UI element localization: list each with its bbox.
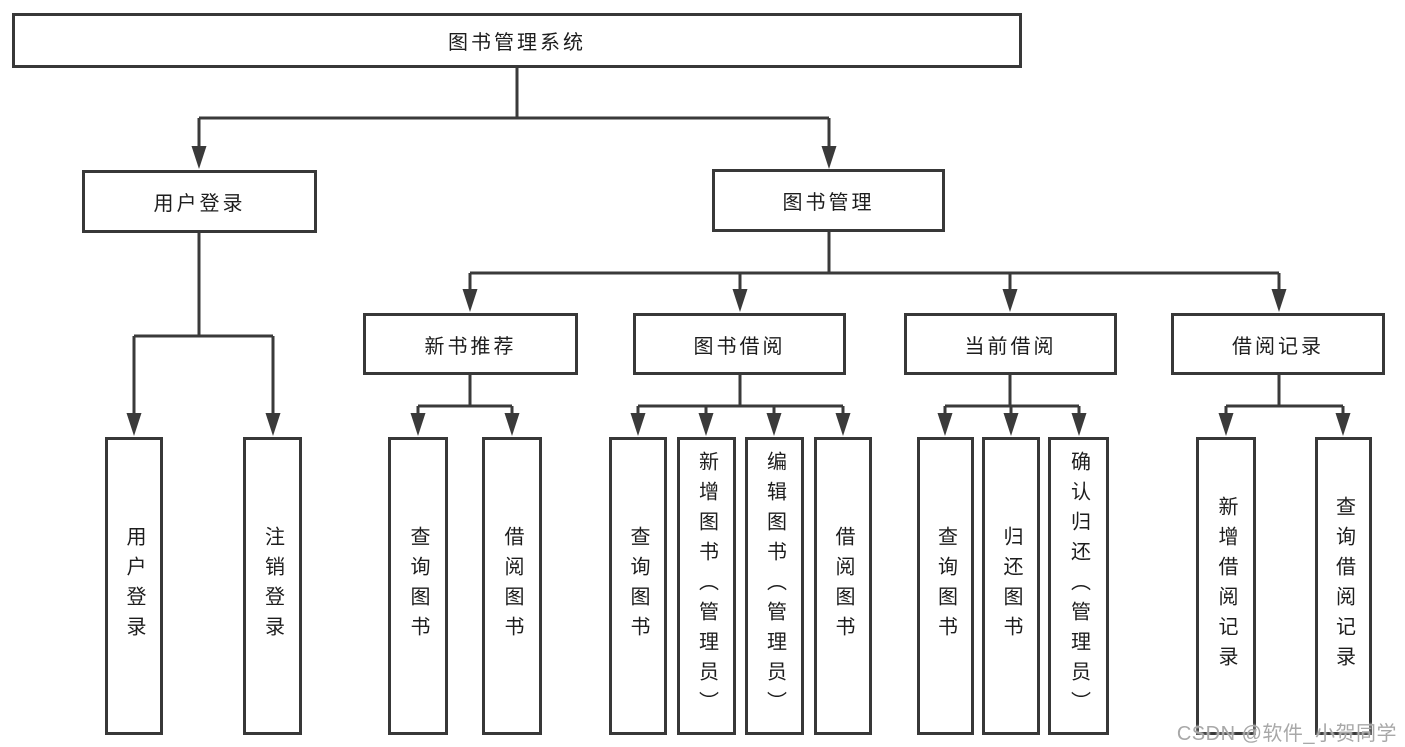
node-label: 借阅记录 bbox=[1232, 335, 1324, 358]
node-user-login: 用户登录 bbox=[82, 170, 317, 233]
leaf-borrow-book-2: 借阅图书 bbox=[814, 437, 872, 735]
connector-currentborrow-to-leaves bbox=[937, 375, 1087, 436]
node-label: 用户登录 bbox=[153, 193, 246, 215]
node-label: 用户登录 bbox=[123, 526, 145, 646]
connector-userlogin-to-leaves bbox=[126, 233, 281, 436]
node-book-management: 图书管理 bbox=[712, 169, 945, 232]
leaf-add-book-admin: 新增图书（管理员） bbox=[677, 437, 736, 735]
connector-newbook-to-leaves bbox=[410, 375, 520, 436]
node-borrow-records: 借阅记录 bbox=[1171, 313, 1385, 375]
node-label: 归还图书 bbox=[1000, 526, 1022, 646]
leaf-return-book: 归还图书 bbox=[982, 437, 1040, 735]
node-label: 当前借阅 bbox=[964, 335, 1057, 358]
leaf-borrow-book-1: 借阅图书 bbox=[482, 437, 542, 735]
node-new-book-recommend: 新书推荐 bbox=[363, 313, 578, 375]
node-label: 查询图书 bbox=[407, 526, 429, 646]
leaf-add-borrow-record: 新增借阅记录 bbox=[1196, 437, 1256, 735]
node-label: 新书推荐 bbox=[424, 335, 517, 358]
leaf-logout: 注销登录 bbox=[243, 437, 302, 735]
node-label: 图书借阅 bbox=[693, 335, 786, 358]
connector-bookborrow-to-leaves bbox=[630, 375, 851, 436]
connector-root-to-level2 bbox=[191, 66, 837, 169]
node-label: 新增借阅记录 bbox=[1215, 496, 1237, 676]
connector-bookmgmt-to-level3 bbox=[462, 232, 1287, 312]
node-label: 查询借阅记录 bbox=[1332, 496, 1355, 676]
node-label: 新增图书（管理员） bbox=[695, 451, 718, 721]
node-label: 借阅图书 bbox=[501, 526, 523, 646]
node-label: 图书管理系统 bbox=[448, 32, 586, 54]
leaf-user-login: 用户登录 bbox=[105, 437, 163, 735]
leaf-query-book-3: 查询图书 bbox=[917, 437, 974, 735]
node-current-borrow: 当前借阅 bbox=[904, 313, 1117, 375]
leaf-query-borrow-record: 查询借阅记录 bbox=[1315, 437, 1372, 735]
csdn-watermark: CSDN @软件_小贺同学 bbox=[1176, 723, 1397, 745]
node-book-borrow: 图书借阅 bbox=[633, 313, 846, 375]
node-label: 图书管理 bbox=[782, 192, 875, 214]
leaf-query-book-1: 查询图书 bbox=[388, 437, 448, 735]
node-label: 查询图书 bbox=[627, 526, 649, 646]
node-label: 查询图书 bbox=[934, 526, 957, 646]
node-label: 注销登录 bbox=[261, 526, 284, 646]
leaf-query-book-2: 查询图书 bbox=[609, 437, 667, 735]
node-root-system: 图书管理系统 bbox=[12, 13, 1022, 68]
node-label: 编辑图书（管理员） bbox=[763, 451, 786, 721]
leaf-edit-book-admin: 编辑图书（管理员） bbox=[745, 437, 804, 735]
node-label: 确认归还（管理员） bbox=[1067, 451, 1090, 721]
connector-records-to-leaves bbox=[1218, 375, 1351, 436]
leaf-confirm-return-admin: 确认归还（管理员） bbox=[1048, 437, 1109, 735]
node-label: 借阅图书 bbox=[832, 526, 854, 646]
